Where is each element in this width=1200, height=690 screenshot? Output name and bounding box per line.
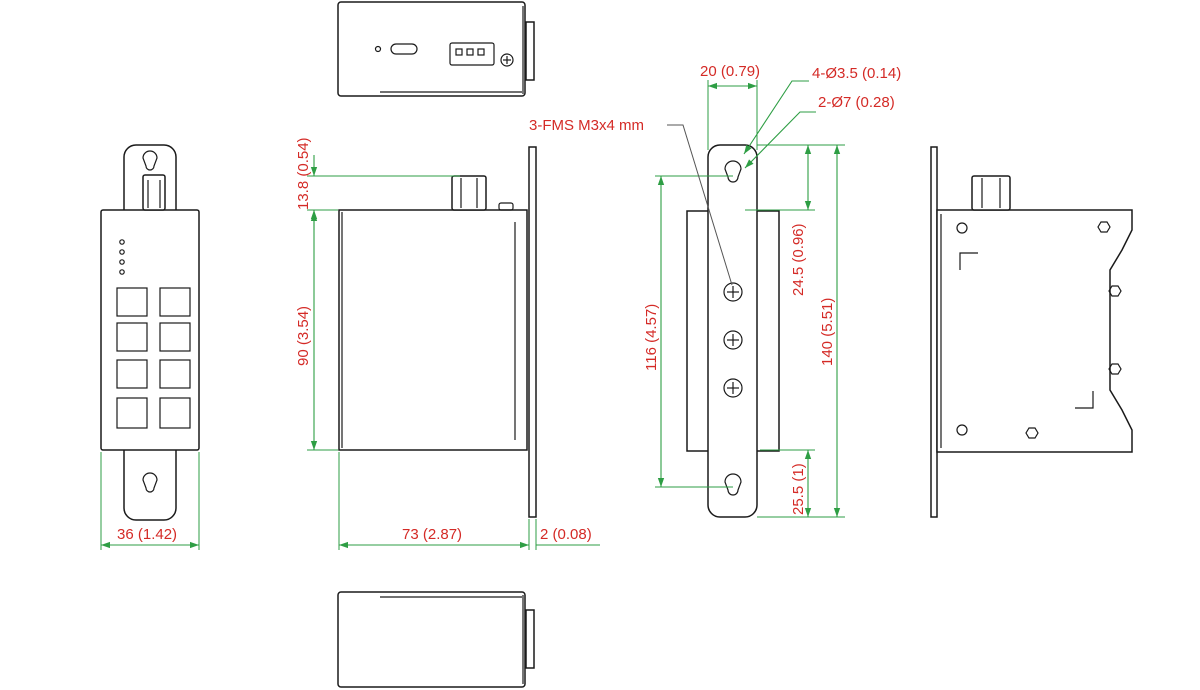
dim-offset-25-5: 25.5 (1)	[790, 463, 807, 515]
power-connector	[449, 42, 495, 66]
housing-front	[100, 209, 200, 451]
ethernet-ports	[116, 287, 191, 429]
led-indicator	[119, 259, 125, 265]
usb-port	[390, 43, 418, 55]
ethernet-port	[159, 397, 191, 429]
dim-depth-73: 73 (2.87)	[402, 526, 462, 543]
led-indicator	[119, 269, 125, 275]
screw-2	[723, 330, 743, 350]
right-connector	[971, 175, 1011, 211]
dim-plate-2: 2 (0.08)	[540, 526, 592, 543]
dimension-labels: 36 (1.42) 13.8 (0.54) 90 (3.54) 73 (2.87…	[117, 63, 901, 543]
dim-hole-116: 116 (4.57)	[643, 304, 660, 371]
keyhole-bottom	[724, 473, 742, 496]
right-side-view	[930, 146, 1133, 518]
ethernet-port	[159, 287, 191, 317]
dimension-lines	[100, 80, 845, 550]
side-view	[338, 146, 537, 518]
rear-view	[686, 144, 780, 518]
ethernet-port	[159, 322, 191, 352]
callout-holes-small: 4-Ø3.5 (0.14)	[812, 65, 901, 82]
dim-offset-24-5: 24.5 (0.96)	[790, 223, 807, 296]
dim-height-90: 90 (3.54)	[295, 306, 312, 366]
keyhole-top	[724, 160, 742, 183]
ethernet-port	[116, 359, 148, 389]
dim-plate-width-20: 20 (0.79)	[700, 63, 760, 80]
callout-screws: 3-FMS M3x4 mm	[529, 117, 644, 134]
screw-1	[723, 282, 743, 302]
dim-plate-140: 140 (5.51)	[819, 298, 836, 366]
housing-right	[936, 209, 1133, 453]
dim-connector-13-8: 13.8 (0.54)	[295, 137, 312, 210]
ground-screw	[500, 53, 514, 67]
led-indicator	[119, 249, 125, 255]
side-connector	[451, 175, 487, 211]
right-plate	[930, 146, 938, 518]
bottom-view	[337, 591, 535, 688]
callout-holes-large: 2-Ø7 (0.28)	[818, 94, 895, 111]
side-plate	[528, 146, 537, 518]
led-indicator	[119, 239, 125, 245]
housing-side	[338, 209, 528, 451]
dim-width-36: 36 (1.42)	[117, 526, 177, 543]
top-connector	[142, 174, 166, 211]
top-view	[337, 1, 535, 97]
ethernet-port	[116, 322, 148, 352]
front-view	[100, 144, 200, 521]
ethernet-port	[116, 287, 148, 317]
ethernet-port	[159, 359, 191, 389]
screw-3	[723, 378, 743, 398]
ethernet-port	[116, 397, 148, 429]
